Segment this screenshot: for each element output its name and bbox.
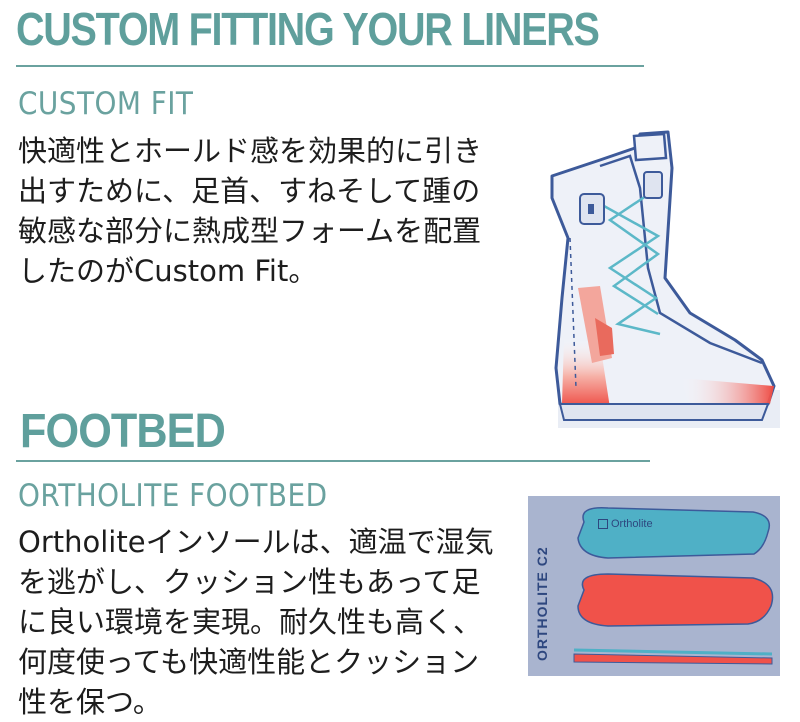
ortholite-insole-panel: ORTHOLITE C2 Ortholite xyxy=(528,496,780,676)
insole-illustration xyxy=(573,507,774,665)
title-divider xyxy=(16,65,644,67)
ortholite-logo: Ortholite xyxy=(598,518,653,530)
custom-fit-line: 快適性とホールド感を効果的に引き xyxy=(18,134,483,168)
ortholite-line: を逃がし、クッション性もあって足 xyxy=(18,565,481,599)
custom-fit-line: 敏感な部分に熱成型フォームを配置 xyxy=(18,214,482,248)
footbed-section-title: FOOTBED xyxy=(20,405,226,458)
custom-fit-description: 快適性とホールド感を効果的に引き 出すために、足首、すねそして踵の 敏感な部分に… xyxy=(18,131,482,291)
footbed-divider xyxy=(16,460,650,462)
ortholite-line: 何度使っても快適性能とクッション xyxy=(18,645,480,679)
custom-fit-line: 出すために、足首、すねそして踵の xyxy=(18,174,481,208)
ortholite-c2-label: ORTHOLITE C2 xyxy=(534,546,550,661)
ortholite-logo-icon xyxy=(598,519,608,530)
custom-fit-heading: CUSTOM FIT xyxy=(18,86,194,122)
ortholite-line: に良い環境を実現。耐久性も高く、 xyxy=(18,605,483,639)
liner-boot-illustration xyxy=(550,130,780,428)
ortholite-description: Ortholiteインソールは、適温で湿気 を逃がし、クッション性もあって足 に… xyxy=(18,522,494,722)
ortholite-heading: ORTHOLITE FOOTBED xyxy=(18,478,328,514)
page-title: CUSTOM FITTING YOUR LINERS xyxy=(16,3,600,55)
ortholite-line: 性を保つ。 xyxy=(18,685,162,719)
ortholite-line: Ortholiteインソールは、適温で湿気 xyxy=(18,525,494,559)
custom-fit-line: したのがCustom Fit。 xyxy=(18,254,318,288)
